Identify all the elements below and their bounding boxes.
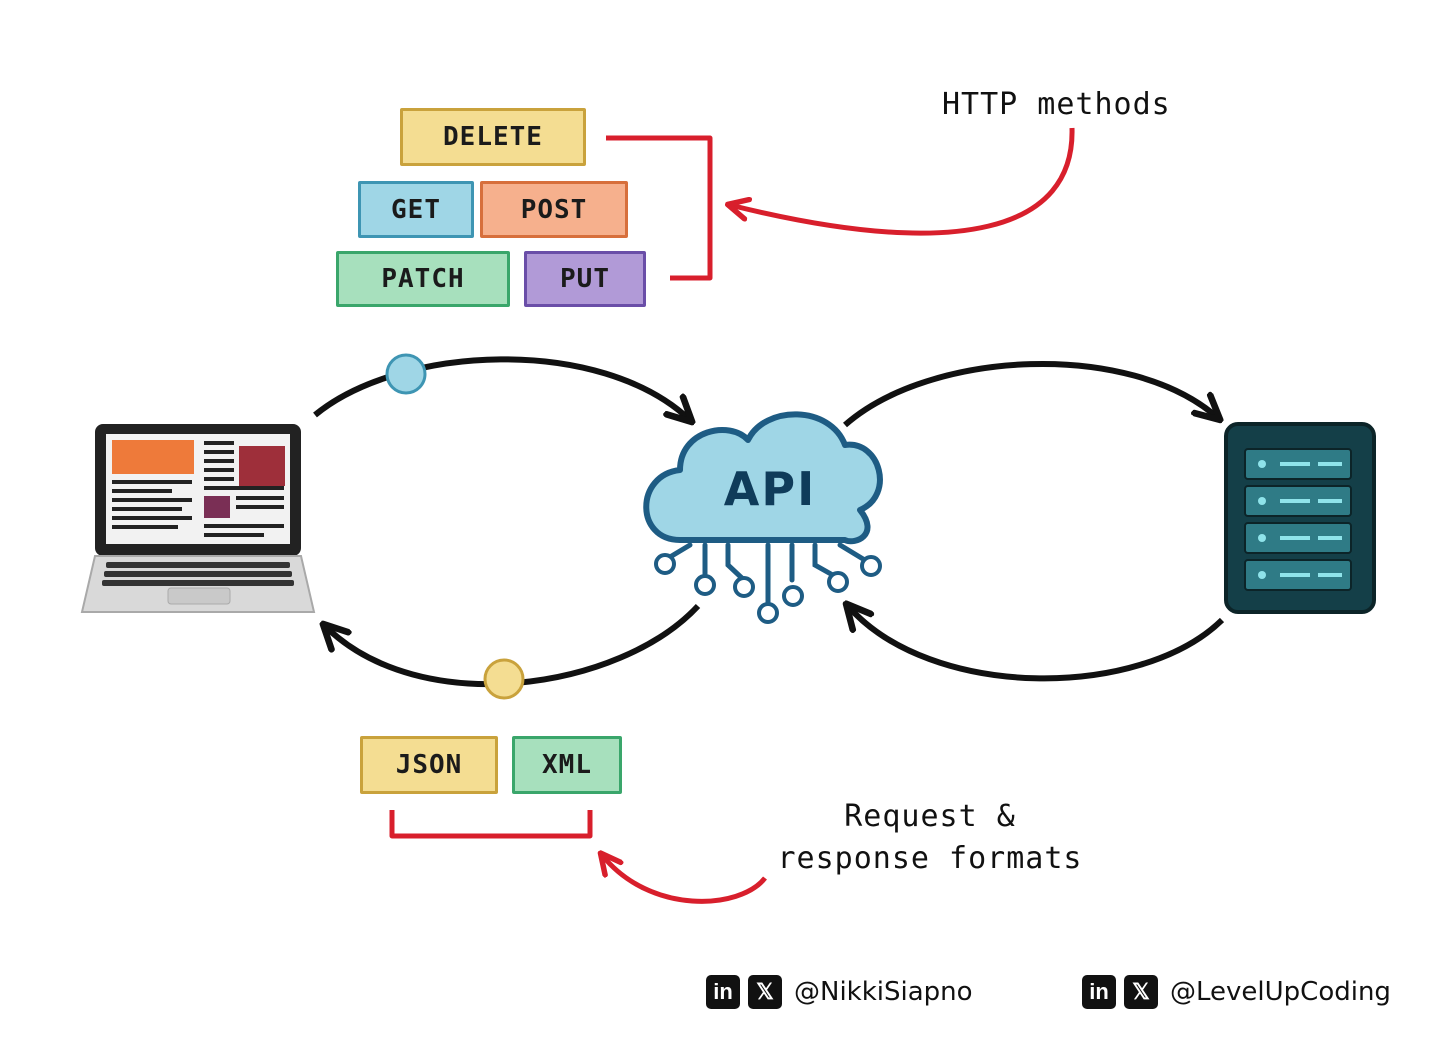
method-patch: PATCH	[336, 251, 510, 307]
formats-annotation-line-1: Request &	[844, 799, 1016, 834]
formats-annotation-line-2: response formats	[777, 841, 1083, 876]
http-methods-annotation: HTTP methods	[942, 87, 1171, 122]
server-icon	[1224, 422, 1376, 614]
x-icon[interactable]: 𝕏	[748, 975, 782, 1009]
linkedin-icon[interactable]: in	[706, 975, 740, 1009]
credit-levelup: in 𝕏 @LevelUpCoding	[1082, 975, 1391, 1009]
x-icon[interactable]: 𝕏	[1124, 975, 1158, 1009]
format-json: JSON	[360, 736, 498, 794]
credit-nikki: in 𝕏 @NikkiSiapno	[706, 975, 973, 1009]
api-cloud-icon	[643, 411, 883, 624]
method-delete: DELETE	[400, 108, 586, 166]
laptop-icon	[80, 424, 316, 613]
formats-annotation: Request & response formats	[760, 796, 1100, 880]
handle-nikki[interactable]: @NikkiSiapno	[794, 977, 973, 1007]
format-xml: XML	[512, 736, 622, 794]
formats-annotation-arrow	[602, 855, 767, 904]
request-arrow	[313, 356, 690, 420]
request-dot	[385, 353, 427, 395]
formats-bracket	[389, 810, 593, 839]
method-get: GET	[358, 181, 474, 238]
handle-levelup[interactable]: @LevelUpCoding	[1170, 977, 1391, 1007]
methods-annotation-arrow	[730, 127, 1075, 236]
linkedin-icon[interactable]: in	[1082, 975, 1116, 1009]
methods-bracket	[606, 135, 713, 281]
api-to-server-arrow	[843, 360, 1218, 428]
method-post: POST	[480, 181, 628, 238]
method-put: PUT	[524, 251, 646, 307]
server-to-api-arrow	[848, 606, 1225, 682]
api-label: API	[723, 462, 817, 516]
response-dot	[483, 658, 525, 700]
